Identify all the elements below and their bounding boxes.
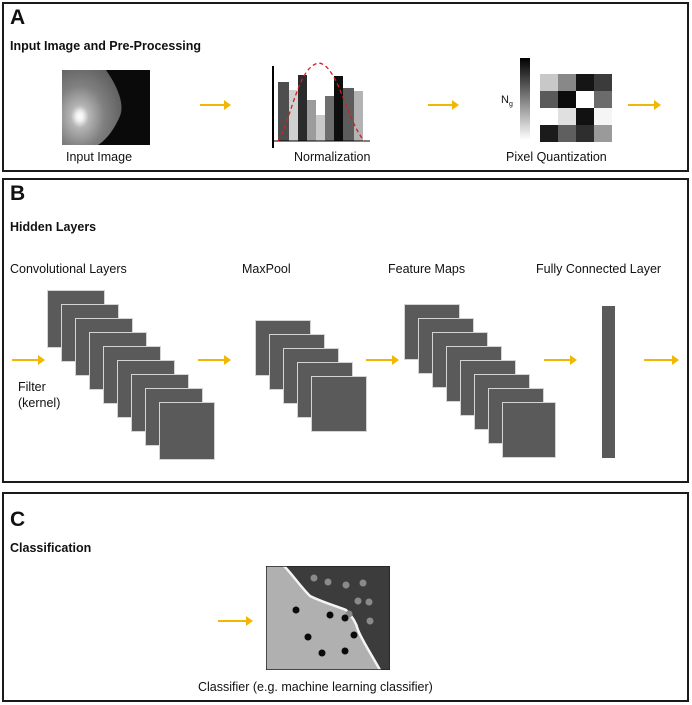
class-a-point bbox=[341, 614, 349, 622]
class-a-point bbox=[350, 631, 358, 639]
class-b-point bbox=[342, 581, 350, 589]
histogram-bar bbox=[343, 88, 354, 141]
histogram-bars bbox=[278, 75, 363, 141]
panel-b-heading: Hidden Layers bbox=[10, 220, 97, 234]
histogram-bar bbox=[307, 100, 316, 141]
class-a-point bbox=[326, 611, 334, 619]
input-image-caption: Input Image bbox=[66, 150, 133, 164]
panel-c-heading: Classification bbox=[10, 541, 92, 555]
normalization-histogram bbox=[272, 62, 370, 148]
histogram-bar bbox=[298, 75, 307, 141]
class-b-points bbox=[310, 574, 374, 625]
fc-layer-label: Fully Connected Layer bbox=[536, 262, 662, 276]
maxpool-label: MaxPool bbox=[242, 262, 291, 276]
histogram-bar bbox=[354, 91, 363, 141]
input-image bbox=[62, 70, 150, 145]
class-region-light bbox=[266, 566, 380, 670]
arrow-a3 bbox=[628, 100, 661, 110]
arrow-b-out bbox=[644, 355, 679, 365]
class-b-point bbox=[354, 597, 362, 605]
quantization-grid bbox=[540, 74, 612, 142]
class-a-point bbox=[318, 649, 326, 657]
class-a-point bbox=[304, 633, 312, 641]
gray-level-label: Ng bbox=[501, 94, 513, 109]
class-b-point bbox=[310, 574, 318, 582]
panel-a-heading: Input Image and Pre-Processing bbox=[10, 39, 202, 53]
filter-label: Filter bbox=[18, 380, 46, 394]
maxpool-layer bbox=[311, 376, 367, 432]
arrow-a2 bbox=[428, 100, 459, 110]
classifier-plot bbox=[266, 566, 390, 670]
class-b-point bbox=[359, 579, 367, 587]
arrow-b2 bbox=[366, 355, 399, 365]
histogram-bar bbox=[334, 76, 343, 141]
panel-a-letter: A bbox=[10, 6, 26, 29]
arrow-b-in bbox=[12, 355, 45, 365]
class-a-points bbox=[292, 606, 358, 657]
histogram-bar bbox=[316, 115, 325, 141]
decision-boundary bbox=[283, 566, 382, 670]
feature-maps-label: Feature Maps bbox=[388, 262, 466, 276]
class-b-point bbox=[365, 598, 373, 606]
arrow-a1 bbox=[200, 100, 231, 110]
arrow-b3 bbox=[544, 355, 577, 365]
fully-connected-layer bbox=[602, 306, 615, 458]
quantization-caption: Pixel Quantization bbox=[506, 150, 607, 164]
panel-c-letter: C bbox=[10, 508, 26, 531]
histogram-bar bbox=[278, 82, 289, 141]
class-b-point bbox=[324, 578, 332, 586]
class-a-point bbox=[341, 647, 349, 655]
panel-b-letter: B bbox=[10, 182, 26, 205]
arrow-b1 bbox=[198, 355, 231, 365]
normal-curve bbox=[277, 62, 365, 142]
kernel-label: (kernel) bbox=[18, 396, 61, 410]
class-a-point bbox=[292, 606, 300, 614]
class-b-point bbox=[366, 617, 374, 625]
feature-map bbox=[502, 402, 556, 458]
histogram-bar bbox=[289, 90, 298, 141]
histogram-bar bbox=[325, 96, 334, 141]
conv-layer bbox=[159, 402, 215, 460]
gray-level-scale bbox=[520, 58, 530, 140]
arrow-c-in bbox=[218, 616, 253, 626]
normalization-caption: Normalization bbox=[294, 150, 371, 164]
classifier-caption: Classifier (e.g. machine learning classi… bbox=[198, 680, 433, 694]
conv-layers-label: Convolutional Layers bbox=[10, 262, 127, 276]
